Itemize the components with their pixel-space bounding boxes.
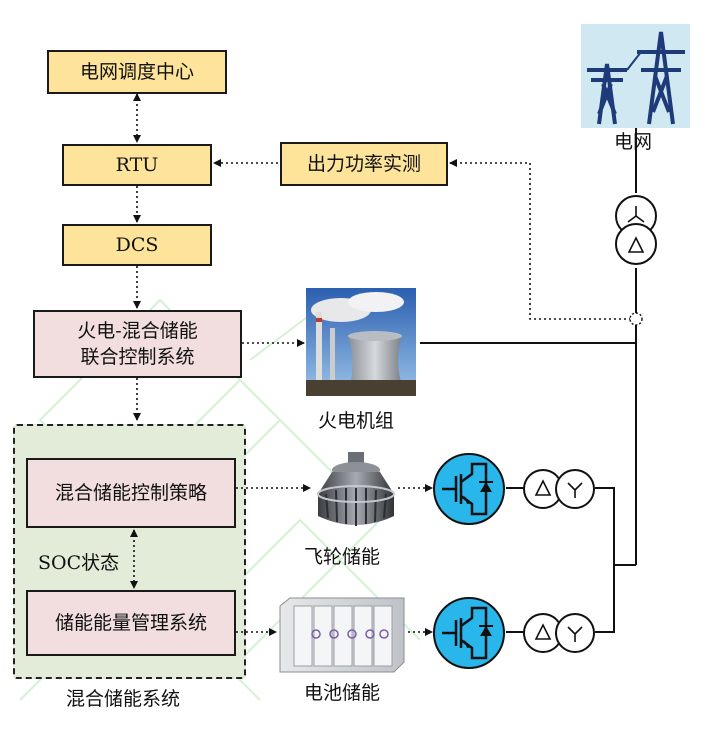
output-measure-label: 出力功率实测	[306, 153, 421, 175]
grid-label: 电网	[614, 131, 653, 153]
soc-label: SOC状态	[38, 552, 120, 574]
hybrid-control-label: 混合储能控制策略	[54, 482, 207, 504]
energy-mgmt-label: 储能能量管理系统	[54, 612, 207, 634]
transformer-icon	[523, 613, 595, 653]
output-measure-box: 出力功率实测	[280, 142, 448, 186]
grid-transformer-icon	[615, 195, 657, 265]
energy-mgmt-box: 储能能量管理系统	[26, 590, 236, 656]
battery-label: 电池储能	[304, 682, 381, 704]
flywheel-label: 飞轮储能	[304, 546, 381, 568]
joint-control-label-line2: 联合控制系统	[80, 346, 195, 368]
rtu-box: RTU	[62, 144, 212, 186]
hybrid-control-box: 混合储能控制策略	[26, 458, 236, 528]
dispatch-center-box: 电网调度中心	[47, 50, 227, 94]
power-plant-icon	[306, 288, 416, 396]
flywheel-icon	[317, 452, 395, 526]
rtu-label: RTU	[115, 154, 159, 176]
dcs-label: DCS	[115, 234, 159, 256]
igbt-converter-icon	[433, 453, 505, 525]
hybrid-system-label: 混合储能系统	[66, 688, 181, 710]
dispatch-center-label: 电网调度中心	[79, 61, 194, 83]
joint-control-box: 火电-混合储能 联合控制系统	[33, 310, 242, 378]
dcs-box: DCS	[62, 224, 212, 266]
joint-control-label-line1: 火电-混合储能	[77, 320, 198, 342]
igbt-converter-icon	[433, 597, 505, 669]
power-tower-icon	[581, 24, 690, 128]
battery-cabinet-icon	[279, 597, 405, 673]
thermal-unit-label: 火电机组	[318, 410, 395, 432]
transformer-icon	[523, 469, 595, 509]
